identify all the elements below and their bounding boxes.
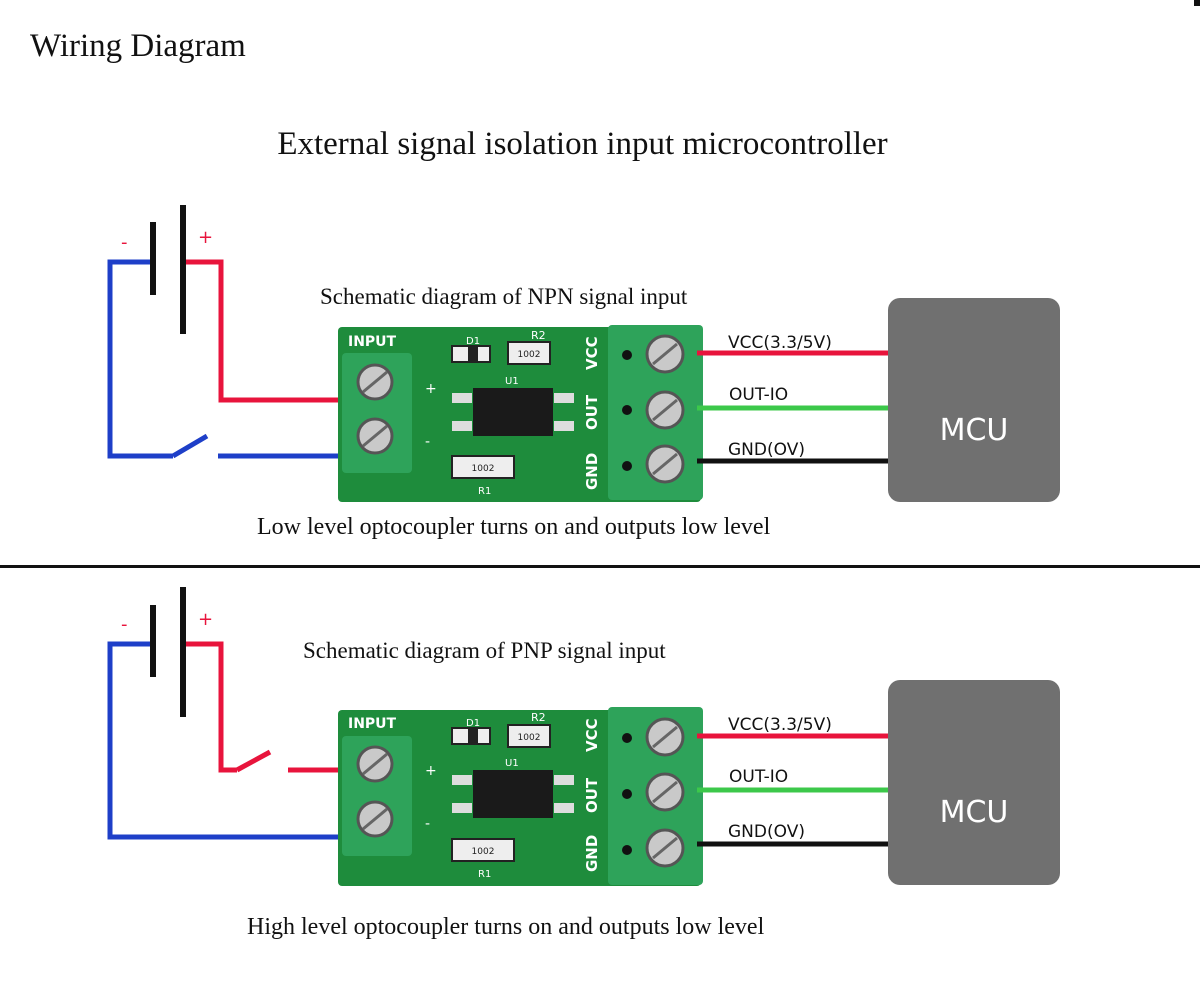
diagram-title: External signal isolation input microcon… [277, 126, 888, 162]
vcc-wire-label: VCC(3.3/5V) [728, 333, 832, 353]
pnp-caption: High level optocoupler turns on and outp… [247, 914, 765, 940]
svg-text:1002: 1002 [472, 464, 495, 474]
gnd-wire-label: GND(OV) [728, 822, 805, 842]
pnp-diagram-title: Schematic diagram of PNP signal input [303, 638, 666, 663]
battery-minus-sign: - [121, 614, 128, 635]
input-plus-label: + [425, 381, 437, 397]
mcu-block [888, 680, 1060, 885]
input-minus-label: - [425, 816, 430, 832]
input-minus-label: - [425, 434, 430, 450]
vcc-pin-label: VCC [583, 336, 601, 370]
section-divider [0, 565, 1200, 568]
gnd-wire-label: GND(OV) [728, 440, 805, 460]
battery-minus-sign: - [121, 232, 128, 253]
corner-mark [1194, 0, 1200, 6]
out-wire-label: OUT-IO [729, 767, 788, 787]
optocoupler-board: INPUT + - D1 R2 1002 U1 1002 R1 VCC OUT … [338, 325, 703, 502]
svg-text:1002: 1002 [518, 350, 541, 360]
mcu-label: MCU [940, 795, 1009, 830]
r1-label: R1 [478, 869, 491, 880]
npn-caption: Low level optocoupler turns on and outpu… [257, 514, 771, 540]
r2-label: R2 [531, 329, 546, 342]
vcc-wire-label: VCC(3.3/5V) [728, 715, 832, 735]
battery: - + [121, 587, 213, 717]
resistor-r2 [507, 724, 551, 748]
input-plus-label: + [425, 763, 437, 779]
positive-wire [186, 259, 338, 403]
svg-text:1002: 1002 [518, 733, 541, 743]
out-pin-label: OUT [583, 777, 601, 813]
positive-wire [186, 641, 237, 773]
optocoupler-board: INPUT + - D1 R2 1002 U1 1002 R1 VCC OUT … [338, 707, 703, 886]
resistor-r1 [451, 455, 515, 479]
u1-label: U1 [505, 376, 519, 387]
d1-label: D1 [466, 718, 480, 729]
npn-diagram: - + INPUT + - D1 R2 1002 U1 1002 R1 [107, 205, 1060, 502]
u1-label: U1 [505, 758, 519, 769]
vcc-pin-label: VCC [583, 718, 601, 752]
d1-label: D1 [466, 336, 480, 347]
negative-wire [107, 259, 173, 459]
battery-plus-sign: + [198, 609, 213, 630]
gnd-pin-label: GND [583, 835, 601, 872]
optocoupler-u1 [473, 388, 553, 436]
resistor-r2 [507, 341, 551, 365]
input-label: INPUT [348, 716, 397, 732]
mcu-label: MCU [940, 413, 1009, 448]
svg-text:1002: 1002 [472, 847, 495, 857]
npn-diagram-title: Schematic diagram of NPN signal input [320, 284, 688, 309]
input-label: INPUT [348, 334, 397, 350]
optocoupler-u1 [473, 770, 553, 818]
r2-label: R2 [531, 711, 546, 724]
negative-wire [107, 641, 338, 840]
r1-label: R1 [478, 486, 491, 497]
out-pin-label: OUT [583, 394, 601, 430]
pnp-diagram: - + INPUT + - D1 R2 1002 U1 1002 R1 VCC … [107, 587, 1060, 886]
switch-lever [235, 749, 272, 773]
out-wire-label: OUT-IO [729, 385, 788, 405]
resistor-r1 [451, 838, 515, 862]
battery: - + [121, 205, 213, 334]
battery-plus-sign: + [198, 227, 213, 248]
mcu-block [888, 298, 1060, 502]
gnd-pin-label: GND [583, 453, 601, 490]
page-title: Wiring Diagram [30, 28, 246, 64]
switch-lever [171, 433, 209, 459]
